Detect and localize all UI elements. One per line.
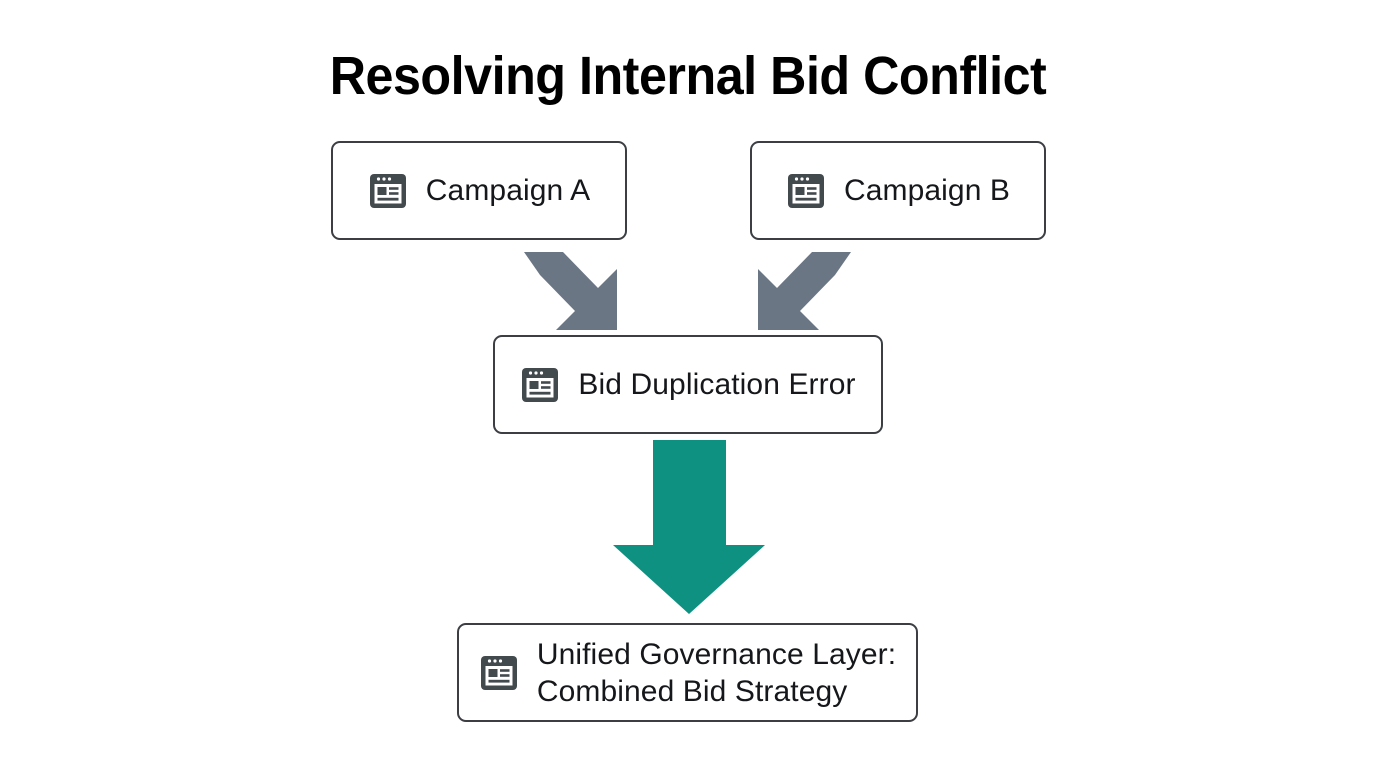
node-label: Campaign B (843, 173, 1011, 207)
node-campaign-b[interactable]: Campaign B (750, 141, 1046, 240)
page-title: Resolving Internal Bid Conflict (329, 46, 1047, 106)
node-unified-governance-layer[interactable]: Unified Governance Layer: Combined Bid S… (457, 623, 918, 722)
node-label: Bid Duplication Error (578, 367, 856, 401)
node-campaign-a[interactable]: Campaign A (331, 141, 627, 240)
browser-window-icon (369, 173, 406, 208)
browser-window-icon (522, 367, 559, 402)
node-label: Campaign A (425, 173, 591, 207)
browser-window-icon (787, 173, 824, 208)
browser-window-icon (480, 655, 517, 690)
connector-campaign-b-to-conflict (758, 252, 851, 330)
connector-conflict-to-resolution (613, 440, 765, 614)
connector-campaign-a-to-conflict (524, 252, 617, 330)
node-label: Unified Governance Layer: Combined Bid S… (536, 637, 897, 708)
node-bid-duplication-error[interactable]: Bid Duplication Error (493, 335, 883, 434)
